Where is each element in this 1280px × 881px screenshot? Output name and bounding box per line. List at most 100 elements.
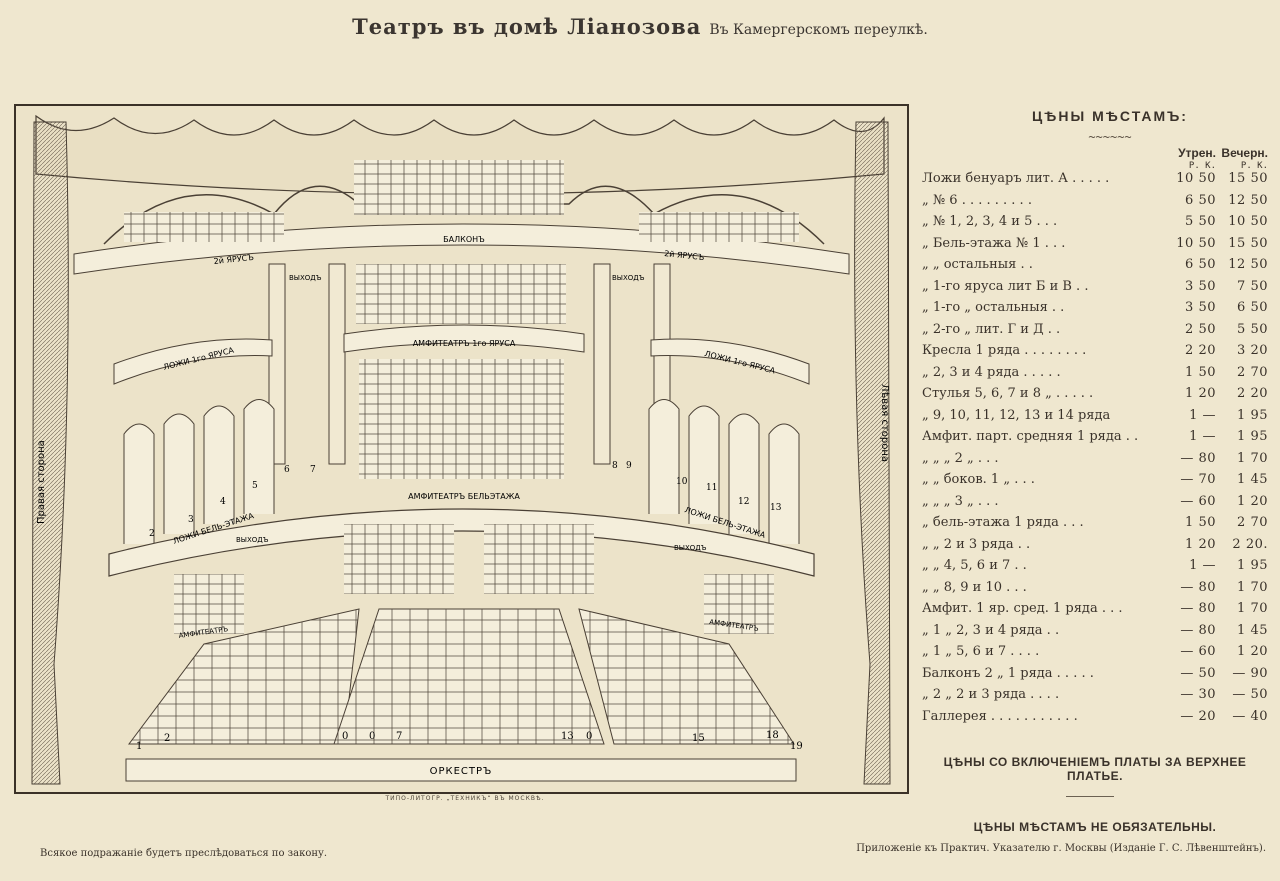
orchestra-label: ОРКЕСТРЪ bbox=[430, 766, 493, 777]
price-row: Амфит. парт. средняя 1 ряда . .1 —1 95 bbox=[922, 429, 1268, 451]
balcony-seats-left bbox=[124, 212, 284, 242]
price-morning: 10 50 bbox=[1176, 171, 1216, 186]
price-evening: 7 50 bbox=[1237, 278, 1268, 294]
price-morning: 1 20 bbox=[1185, 536, 1216, 552]
amph-tier1-band bbox=[343, 324, 585, 353]
price-morning: 1 50 bbox=[1185, 515, 1216, 530]
exit-label-upper-right: ВЫХОДЪ bbox=[612, 274, 645, 282]
price-evening: 2 70 bbox=[1237, 515, 1268, 530]
price-row-label: Балконъ 2 „ 1 ряда . . . . . bbox=[922, 665, 1094, 681]
col-morning: Утрен. bbox=[1178, 146, 1216, 160]
price-morning: 1 50 bbox=[1185, 364, 1216, 380]
beletage-arches-right bbox=[648, 399, 800, 544]
price-row: Галлерея . . . . . . . . . . .— 20— 40 bbox=[922, 709, 1268, 731]
amph-parterre-left-seats bbox=[344, 524, 454, 594]
price-row-label: „ „ 2 и 3 ряда . . bbox=[922, 536, 1031, 552]
orchestra-pit bbox=[125, 758, 797, 782]
price-row: „ бель-этажа 1 ряда . . . 1 50 2 70 bbox=[922, 515, 1268, 537]
price-row-label: „ 2-го „ лит. Г и Д . . bbox=[922, 321, 1061, 337]
box-number-6: 6 bbox=[284, 465, 290, 475]
price-morning: — 80 bbox=[1180, 579, 1216, 595]
price-row: „ 1-го „ остальныя . . 3 50 6 50 bbox=[922, 300, 1268, 322]
amph-tier1-seats bbox=[356, 264, 566, 324]
price-morning: — 80 bbox=[1180, 622, 1216, 638]
box-number-3: 3 bbox=[188, 515, 194, 525]
price-row-label: Галлерея . . . . . . . . . . . bbox=[922, 708, 1078, 724]
price-morning: 2 50 bbox=[1185, 321, 1216, 337]
front-row-number: 1 bbox=[136, 741, 142, 752]
price-morning: — 60 bbox=[1180, 493, 1216, 509]
price-evening: 1 95 bbox=[1237, 429, 1268, 444]
left-side-curtain bbox=[31, 121, 69, 785]
divider bbox=[1066, 796, 1114, 797]
curtain-drape bbox=[35, 114, 885, 195]
price-row-label: Ложи бенуаръ лит. А . . . . . bbox=[922, 171, 1110, 186]
price-row: „ „ 4, 5, 6 и 7 . .1 —1 95 bbox=[922, 558, 1268, 580]
price-morning: — 50 bbox=[1180, 665, 1216, 681]
price-evening: 1 20 bbox=[1237, 644, 1268, 659]
col-evening: Вечерн. bbox=[1221, 146, 1268, 160]
price-evening: 5 50 bbox=[1237, 321, 1268, 337]
price-morning: — 30 bbox=[1180, 687, 1216, 702]
price-evening: 2 20 bbox=[1237, 386, 1268, 401]
price-row-label: „ „ остальныя . . bbox=[922, 257, 1033, 272]
price-row-label: Амфит. 1 яр. сред. 1 ряда . . . bbox=[922, 601, 1123, 616]
printer-imprint: ТИПО-ЛИТОГР. „ТЕХНИКЪ“ ВЪ МОСКВѢ. bbox=[385, 795, 545, 802]
price-row-label: „ 9, 10, 11, 12, 13 и 14 ряда bbox=[922, 407, 1111, 423]
stalls-center bbox=[333, 608, 605, 745]
price-morning: 3 50 bbox=[1185, 300, 1216, 315]
box-number-11: 11 bbox=[706, 483, 717, 493]
price-evening: 1 95 bbox=[1237, 407, 1268, 423]
stalls-right bbox=[578, 608, 795, 745]
price-evening: — 50 bbox=[1232, 687, 1268, 702]
price-evening: 1 70 bbox=[1237, 601, 1268, 616]
footer-warning: Всякое подражаніе будетъ преслѣдоваться … bbox=[40, 848, 328, 859]
ornament: ~~~~~~ bbox=[1088, 130, 1132, 144]
price-row-label: „ „ „ 2 „ . . . bbox=[922, 450, 999, 466]
price-row-label: „ № 1, 2, 3, 4 и 5 . . . bbox=[922, 214, 1058, 229]
unit-morning: Р. К. bbox=[1188, 161, 1216, 171]
price-morning: 10 50 bbox=[1176, 235, 1216, 251]
box-number-10: 10 bbox=[676, 477, 688, 487]
front-row-number: 2 bbox=[164, 733, 170, 744]
price-evening: 2 20. bbox=[1232, 536, 1268, 552]
price-row-label: „ № 6 . . . . . . . . . bbox=[922, 192, 1032, 208]
column-right-center bbox=[593, 263, 611, 465]
front-row-numbers: 1 2 0 0 7 13 0 15 18 19 bbox=[136, 730, 803, 752]
price-evening: 1 70 bbox=[1237, 450, 1268, 466]
front-row-number: 15 bbox=[692, 733, 705, 744]
price-evening: 15 50 bbox=[1228, 235, 1268, 251]
price-row: „ „ 2 и 3 ряда . . 1 20 2 20. bbox=[922, 537, 1268, 559]
price-evening: 12 50 bbox=[1228, 257, 1268, 272]
price-row-label: „ „ 8, 9 и 10 . . . bbox=[922, 579, 1027, 595]
price-row-label: „ „ боков. 1 „ . . . bbox=[922, 472, 1035, 487]
price-morning: 1 20 bbox=[1185, 386, 1216, 401]
price-row: „ 2-го „ лит. Г и Д . . 2 50 5 50 bbox=[922, 322, 1268, 344]
amph-side-right-seats bbox=[704, 574, 774, 634]
tier2-right-label: 2й ЯРУСЪ bbox=[664, 249, 705, 262]
tier2-left-label: 2й ЯРУСЪ bbox=[213, 253, 254, 266]
price-row-label: „ бель-этажа 1 ряда . . . bbox=[922, 515, 1084, 530]
price-morning: — 70 bbox=[1180, 472, 1216, 487]
front-row-number: 13 bbox=[561, 731, 574, 742]
price-units: Р. К. Р. К. bbox=[922, 161, 1268, 171]
price-row-label: „ 1 „ 2, 3 и 4 ряда . . bbox=[922, 622, 1060, 638]
right-side-label: Правая сторона bbox=[36, 440, 47, 524]
price-list: ЦѢНЫ МѢСТАМЪ: ~~~~~~ Утрен. Вечерн. Р. К… bbox=[922, 108, 1268, 730]
exit-label-lower-left: ВЫХОДЪ bbox=[236, 536, 269, 544]
price-row-label: „ 2 „ 2 и 3 ряда . . . . bbox=[922, 687, 1060, 702]
column-left-center bbox=[328, 263, 346, 465]
gallery-seats bbox=[354, 160, 564, 215]
right-side-curtain bbox=[854, 121, 891, 785]
price-evening: 6 50 bbox=[1237, 300, 1268, 315]
front-row-number: 0 bbox=[342, 731, 348, 742]
price-row-label: „ 1-го „ остальныя . . bbox=[922, 300, 1065, 315]
price-morning: — 80 bbox=[1180, 601, 1216, 616]
